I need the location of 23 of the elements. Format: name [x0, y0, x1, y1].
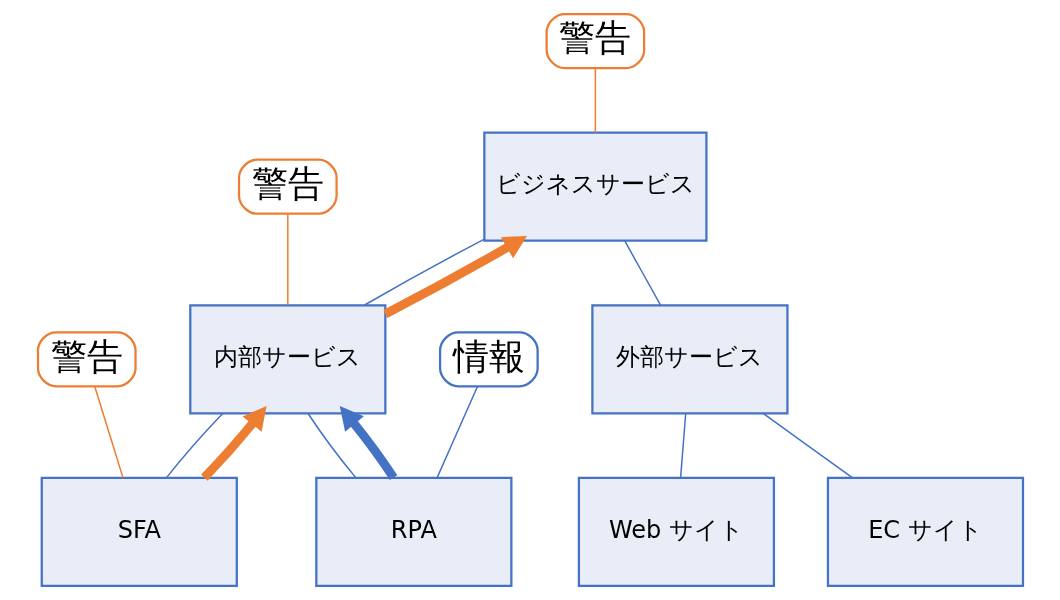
- node-box: 警告: [36, 331, 137, 388]
- node-box: RPA: [314, 476, 512, 587]
- node-box: 警告: [545, 13, 645, 70]
- node-box: 警告: [237, 158, 338, 215]
- connector: [93, 385, 124, 479]
- node-box: SFA: [40, 476, 238, 587]
- node-box: Web サイト: [577, 476, 775, 587]
- connector: [306, 412, 357, 479]
- connector: [623, 240, 661, 306]
- connector: [679, 412, 686, 479]
- connector: [435, 385, 478, 479]
- node-box: ビジネスサービス: [482, 131, 708, 242]
- connector: [165, 412, 223, 479]
- node-box: 情報: [438, 331, 539, 388]
- node-box: EC サイト: [826, 476, 1024, 587]
- node-box: 内部サービス: [188, 304, 386, 415]
- arrow: [339, 405, 397, 481]
- connector: [286, 213, 289, 306]
- connector: [363, 238, 485, 306]
- connector: [594, 68, 596, 134]
- connector: [761, 412, 853, 479]
- arrow: [382, 236, 527, 318]
- node-box: 外部サービス: [590, 304, 789, 415]
